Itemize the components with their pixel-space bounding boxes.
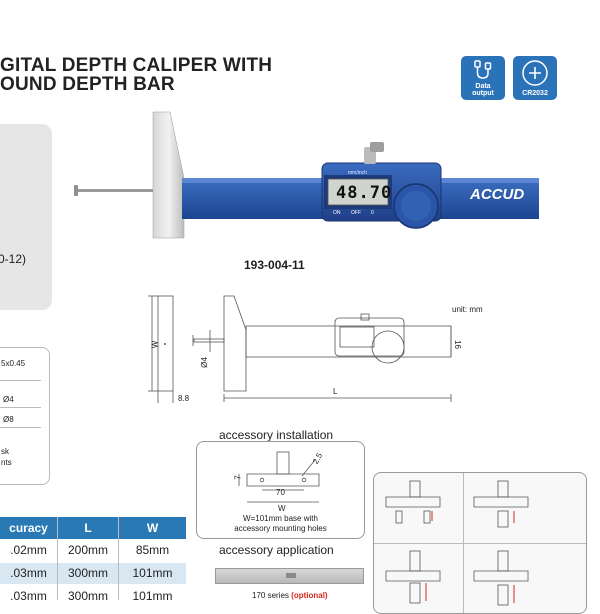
spec-divider (0, 427, 41, 428)
accessory-application-title: accessory application (219, 543, 334, 557)
table-row: .03mm 300mm 101mm (0, 563, 186, 584)
mm-inch-label: mm/inch (348, 170, 367, 176)
model-number: 193-004-11 (244, 258, 305, 272)
feature-panel: 0-12) (0, 124, 52, 310)
page-title: GITAL DEPTH CALIPER WITH OUND DEPTH BAR (0, 56, 272, 94)
unit-label: unit: mm (452, 305, 483, 314)
panel-divider (463, 473, 464, 613)
dim-length: L (333, 387, 338, 396)
dim-7: 7 (233, 475, 243, 480)
table-row: .02mm 200mm 85mm (10, 543, 170, 557)
caliper-product-image: ACCUD (74, 111, 539, 239)
spec-divider (0, 407, 41, 408)
dim-beam-height: 16 (452, 340, 462, 349)
table-row: .03mm 300mm 101mm (10, 589, 173, 603)
title-line-1: GITAL DEPTH CALIPER WITH (0, 55, 273, 76)
lcd-reading: 48.70 (336, 183, 393, 203)
dim-70: 70 (276, 488, 285, 497)
header-accuracy: curacy (0, 517, 57, 539)
usage-examples-panel (373, 472, 587, 614)
table-divider (57, 517, 58, 600)
dim-thickness: 8.8 (178, 394, 190, 403)
dim-w-side: W (150, 340, 160, 349)
accessory-installation-box: 7 2.5 70 W W=101mm base with accessory m… (196, 441, 365, 539)
dim-depth-bar-dia: Ø4 (199, 357, 209, 368)
battery-coin-icon (522, 60, 548, 86)
dim-w: W (278, 504, 286, 513)
header-length: L (58, 517, 118, 539)
spec-line-1: 5x0.45 (1, 359, 26, 368)
ruler-logo (286, 573, 296, 578)
brand-logo: ACCUD (469, 186, 524, 203)
accessory-installation-title: accessory installation (219, 428, 334, 442)
spec-divider (0, 380, 41, 381)
zero-button-label: 0 (371, 210, 374, 216)
battery-badge: CR2032 (513, 56, 557, 100)
installation-diagram (238, 451, 320, 503)
accessory-ruler-image (215, 568, 364, 584)
panel-divider (374, 543, 586, 544)
title-line-2: OUND DEPTH BAR (0, 74, 175, 95)
off-button-label: OFF (351, 210, 361, 216)
technical-drawing (148, 295, 452, 403)
series-caption: 170 series (optional) (252, 591, 328, 600)
spec-line-5: nts (1, 458, 12, 467)
installation-note: W=101mm base with accessory mounting hol… (234, 514, 327, 533)
spec-box: 5x0.45 Ø4 Ø8 sk nts (0, 347, 50, 485)
spec-line-3: Ø8 (3, 415, 14, 424)
feature-panel-text: 0-12) (0, 252, 27, 266)
data-output-badge: Data output (461, 56, 505, 100)
usage-diagrams (385, 480, 529, 606)
usb-cable-icon (474, 60, 492, 79)
spec-line-4: sk (1, 447, 9, 456)
spec-line-2: Ø4 (3, 395, 14, 404)
on-button-label: ON (333, 210, 341, 216)
table-divider (118, 517, 119, 600)
data-output-label: Data output (472, 83, 494, 97)
battery-label: CR2032 (522, 90, 548, 97)
header-width: W (119, 517, 186, 539)
